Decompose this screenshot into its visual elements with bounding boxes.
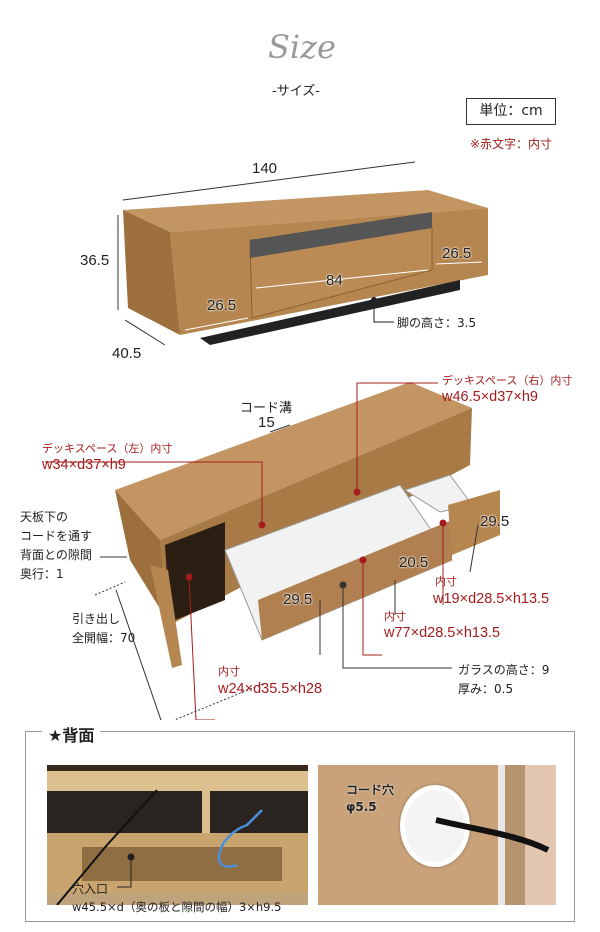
hole-entrance-value: w45.5×d（奥の板と隙間の幅）3×h9.5	[72, 900, 282, 914]
right-door-height: 29.5	[480, 513, 510, 530]
deck-left-value: w34×d37×h9	[42, 457, 126, 473]
left-door-width: 26.5	[207, 297, 237, 314]
rear-section	[25, 731, 575, 922]
size-subtitle: -サイズ-	[272, 84, 320, 99]
hole-entrance-label: 穴入口	[72, 882, 109, 896]
center-inner-value: w77×d28.5×h13.5	[384, 625, 501, 641]
red-text-note: ※赤文字：内寸	[470, 137, 553, 151]
rear-gap-line: 奥行：1	[20, 567, 64, 581]
glass-note: ガラスの高さ：9 厚み：0.5	[458, 661, 549, 699]
height-dimension: 36.5	[80, 252, 110, 269]
cabinet-overview-drawing	[45, 161, 500, 720]
drawer-open-line: 全開幅：70	[72, 631, 136, 645]
glass-height: ガラスの高さ：9	[458, 663, 550, 677]
width-dimension: 140	[252, 160, 278, 177]
center-inner-label: 内寸	[384, 610, 406, 623]
cord-hole-photo	[318, 765, 556, 905]
center-drawer-width: 84	[326, 272, 343, 289]
cord-groove-label: コード溝	[240, 401, 293, 416]
deck-left-label: デッキスペース（左）内寸	[42, 442, 173, 455]
rear-gap-line: 天板下の	[20, 510, 69, 524]
cord-hole-label: コード穴	[346, 783, 395, 797]
drawer-open-note: 引き出し 全開幅：70	[72, 610, 135, 648]
left-door-height: 29.5	[283, 591, 313, 608]
right-door-width: 26.5	[442, 245, 472, 262]
rear-gap-line: コードを通す	[20, 529, 93, 543]
left-inner-label: 内寸	[218, 665, 240, 678]
cord-groove-value: 15	[258, 414, 275, 431]
cord-hole-diameter: φ5.5	[346, 800, 377, 814]
unit-label: 単位：cm	[466, 98, 556, 125]
left-inner-value: w24×d35.5×h28	[218, 681, 323, 697]
deck-right-value: w46.5×d37×h9	[442, 389, 538, 405]
right-inner-label: 内寸	[435, 575, 457, 588]
leg-height: 脚の高さ：3.5	[397, 316, 477, 330]
deck-right-label: デッキスペース（右）内寸	[442, 374, 573, 387]
rear-section-title: ★背面	[42, 722, 101, 746]
right-inner-value: w19×d28.5×h13.5	[433, 591, 550, 607]
size-title-script: Size	[268, 28, 336, 66]
rear-hole-photo	[47, 765, 308, 905]
glass-thickness: 厚み：0.5	[458, 682, 514, 696]
rear-gap-line: 背面との隙間	[20, 548, 92, 562]
drawer-front-height: 20.5	[399, 554, 429, 571]
rear-gap-note: 天板下の コードを通す 背面との隙間 奥行：1	[20, 508, 92, 584]
depth-dimension: 40.5	[112, 345, 142, 362]
drawer-open-line: 引き出し	[72, 612, 121, 626]
